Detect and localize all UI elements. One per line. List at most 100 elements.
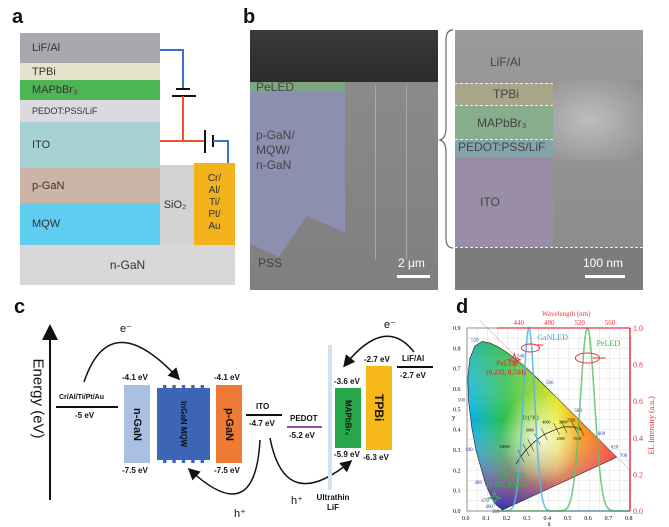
contact-cr: Cr/ xyxy=(207,173,222,184)
locus-wavelength-label: 700 xyxy=(620,454,628,459)
isotherm-tick xyxy=(553,422,560,436)
locus-wavelength-label: 480 xyxy=(475,481,483,486)
cie-chart: 380460470480490500520540560580600620700T… xyxy=(452,310,656,527)
cct-label: 10000 xyxy=(500,444,510,449)
contact-pt: Pt/ xyxy=(208,209,221,220)
layer-ito: ITO xyxy=(20,122,160,168)
pgan-bottom-value: -7.5 eV xyxy=(214,466,240,475)
x-tick-label: 0.6 xyxy=(584,516,592,522)
layer-pedot-pss-lif: PEDOT:PSS/LiF xyxy=(20,100,160,122)
layer-mqw: MQW xyxy=(20,203,160,245)
ngan-band: n-GaN xyxy=(124,385,150,463)
y-tick-label: 0.6 xyxy=(453,387,461,393)
hole-label-left: h⁺ xyxy=(234,508,246,520)
isotherm-tick xyxy=(560,420,568,433)
pedot-band xyxy=(455,139,553,158)
mapbbr3-bottom-value: -5.9 eV xyxy=(334,450,360,459)
wavelength-tick-label: 520 xyxy=(574,319,585,327)
ito-band xyxy=(455,157,553,247)
tpbi-bottom-value: -6.3 eV xyxy=(363,453,389,462)
hole-path-right xyxy=(269,437,353,485)
locus-wavelength-label: 540 xyxy=(517,355,525,360)
scale-bar-label: 2 μm xyxy=(398,256,425,270)
x-tick-label: 0.3 xyxy=(523,516,531,522)
wavelength-tick-label: 560 xyxy=(605,319,616,327)
lif-al-text: LiF/Al xyxy=(490,55,521,69)
locus-wavelength-label: 560 xyxy=(546,381,554,386)
el-tick-label: 0.8 xyxy=(633,361,643,370)
y-tick-label: 0.9 xyxy=(453,326,461,332)
el-tick-label: 1.0 xyxy=(633,324,643,333)
stack-text-line: MQW/ xyxy=(256,143,290,157)
mapbbr3-band xyxy=(455,105,553,140)
cct-label: 1500 xyxy=(573,436,581,441)
y-tick-label: 0.7 xyxy=(453,367,461,373)
peled-region xyxy=(250,82,345,92)
isotherm-tick xyxy=(527,439,534,452)
scale-bar-label: 100 nm xyxy=(583,256,624,270)
wavelength-axis-label: Wavelength (nm) xyxy=(542,310,591,318)
sem-image-cross-section: PeLED p-GaN/ MQW/ n-GaN PSS 2 μm xyxy=(250,30,438,290)
substrate-band xyxy=(455,247,643,290)
locus-wavelength-label: 380 xyxy=(491,510,499,515)
contact-ti: Ti/ xyxy=(209,197,220,208)
lifal-level xyxy=(397,366,433,368)
cct-label: 4000 xyxy=(542,420,550,425)
y-tick-label: 0.5 xyxy=(453,407,461,413)
el-tick-label: 0.0 xyxy=(633,507,643,516)
locus-wavelength-label: 620 xyxy=(611,445,619,450)
cie-point-coords: (0.232, 0.744) xyxy=(486,369,526,377)
tc-label: Tc(°K) xyxy=(522,415,539,422)
tpbi-band: TPBi xyxy=(366,366,392,450)
cathode-wire xyxy=(160,49,184,88)
ito-label: ITO xyxy=(256,402,270,411)
contact-al: Al/ xyxy=(208,185,221,196)
tpbi-top-value: -2.7 eV xyxy=(364,355,390,364)
pss-text: PSS xyxy=(258,256,283,270)
pedot-text: PEDOT:PSS/LiF xyxy=(458,140,546,154)
cr-level xyxy=(56,406,118,408)
lifal-level-value: -2.7 eV xyxy=(400,371,426,380)
electron-label-right: e⁻ xyxy=(384,319,396,331)
grain-texture xyxy=(553,80,643,160)
y-tick-label: 0.8 xyxy=(453,346,461,352)
layer-tpbi: TPBi xyxy=(20,63,160,80)
layer-lif-al: LiF/Al xyxy=(20,33,160,63)
cct-label: 6000 xyxy=(526,428,534,433)
locus-wavelength-label: 520 xyxy=(471,338,479,343)
el-axis-label: EL Intensity (a.u.) xyxy=(647,396,656,455)
pgan-band: p-GaN xyxy=(216,385,242,463)
layer-mapbbr3: MAPbBr₃ xyxy=(20,80,160,100)
locus-wavelength-label: 600 xyxy=(598,432,606,437)
layer-p-gan: p-GaN xyxy=(20,168,160,203)
x-tick-label: 0.1 xyxy=(482,516,490,522)
locus-wavelength-label: 490 xyxy=(465,448,473,453)
x-tick-label: 0.0 xyxy=(462,516,470,522)
x-tick-label: 0.5 xyxy=(564,516,572,522)
planckian-locus xyxy=(515,426,582,465)
sio2-layer: SiO₂ xyxy=(155,165,196,245)
cr-label: Cr/Al/Ti/Pt/Au xyxy=(59,394,104,401)
el-tick-label: 0.4 xyxy=(633,434,643,443)
lif-label: Ultrathin LiF xyxy=(316,493,350,512)
zoom-brace xyxy=(438,29,454,249)
mapbbr3-band: MAPbBr₃ xyxy=(335,388,361,448)
cie-point-label: PeLED xyxy=(496,360,518,368)
pedot-level-value: -5.2 eV xyxy=(289,431,315,440)
electron-path-left xyxy=(83,341,181,383)
mapbbr3-top-value: -3.6 eV xyxy=(334,377,360,386)
scale-bar xyxy=(585,275,625,278)
tpbi-text: TPBi xyxy=(493,87,520,101)
locus-wavelength-label: 500 xyxy=(458,399,466,404)
ngan-top-value: -4.1 eV xyxy=(122,373,148,382)
panel-a-label: a xyxy=(12,6,24,28)
y-axis-label: y xyxy=(452,414,456,422)
hole-label-right: h⁺ xyxy=(291,495,303,507)
hole-path-left xyxy=(187,439,261,495)
sem-image-zoomed: LiF/Al TPBi MAPbBr₃ PEDOT:PSS/LiF ITO 10… xyxy=(455,30,643,290)
isotherm-tick xyxy=(517,449,525,463)
peled-text: PeLED xyxy=(256,80,295,94)
x-tick-label: 0.7 xyxy=(605,516,613,522)
x-tick-label: 0.8 xyxy=(625,516,633,522)
ngan-bottom-value: -7.5 eV xyxy=(122,466,148,475)
